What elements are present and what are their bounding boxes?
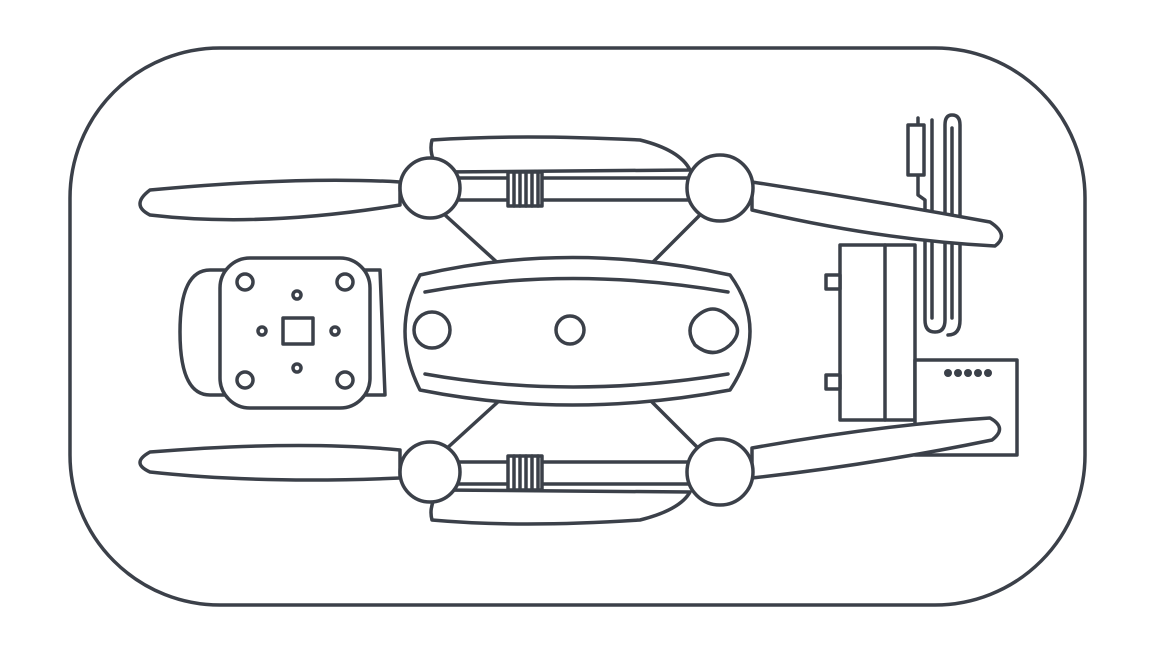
case-outline (68, 46, 1087, 607)
propeller-icon (138, 135, 1004, 526)
cable-icon (906, 113, 962, 337)
motor-icon (398, 153, 755, 507)
gimbal-camera-icon (178, 256, 387, 410)
drone-body (403, 255, 752, 407)
battery-icon (824, 243, 917, 422)
